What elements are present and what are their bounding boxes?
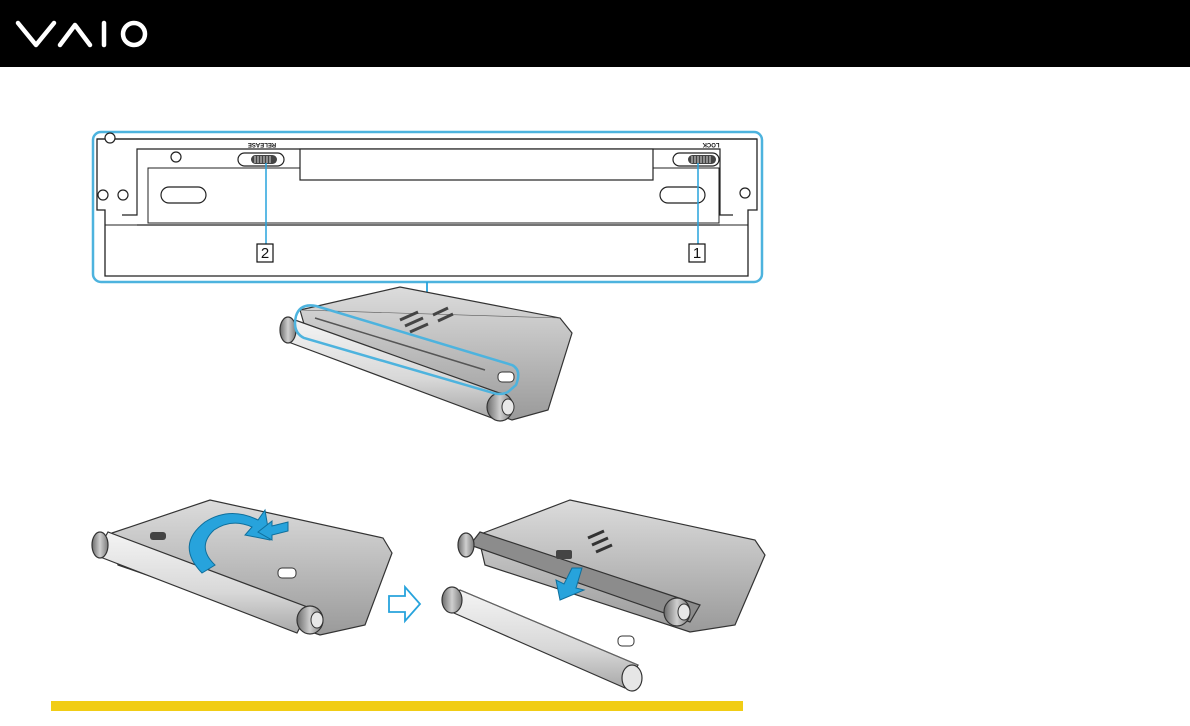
lock-switch bbox=[673, 153, 719, 166]
right-outline-arrow-icon bbox=[389, 587, 420, 621]
vaio-logo-icon bbox=[14, 18, 154, 55]
callout-number-1: 1 bbox=[693, 245, 701, 262]
laptop-unlock-step bbox=[92, 500, 392, 635]
battery-removal-figure: RELEASE LOCK 2 1 bbox=[0, 67, 1190, 697]
footer-divider-bar bbox=[51, 701, 743, 711]
release-switch bbox=[238, 153, 284, 166]
header-bar bbox=[0, 0, 1190, 67]
laptop-remove-step bbox=[442, 500, 765, 691]
laptop-underside-top bbox=[280, 287, 572, 421]
callout-number-2: 2 bbox=[261, 245, 269, 262]
callout-2: 2 bbox=[257, 244, 273, 262]
callout-1: 1 bbox=[689, 244, 705, 262]
release-label: RELEASE bbox=[248, 141, 276, 147]
lock-label: LOCK bbox=[702, 141, 720, 147]
